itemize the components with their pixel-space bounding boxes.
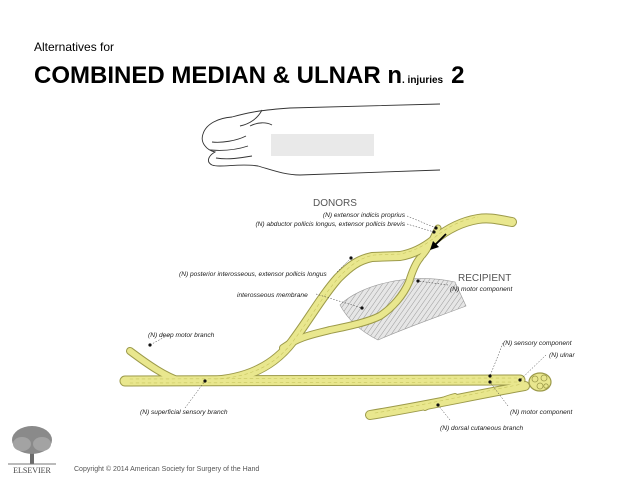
redacted-box — [271, 134, 374, 156]
label-extensor-indicis: (N) extensor indicis proprius — [323, 212, 406, 219]
title-main: COMBINED MEDIAN & ULNAR n — [34, 62, 402, 89]
slide-subtitle: Alternatives for — [34, 40, 115, 54]
label-posterior-interosseous: (N) posterior interosseous, extensor pol… — [179, 271, 327, 278]
label-abductor-pollicis: (N) abductor pollicis longus, extensor p… — [255, 221, 405, 228]
label-motor-component-top: (N) motor component — [450, 286, 513, 293]
recipient-header: RECIPIENT — [458, 273, 511, 284]
label-interosseous-membrane: interosseous membrane — [237, 292, 308, 299]
nerve-paths — [119, 213, 530, 420]
label-dorsal-cutaneous: (N) dorsal cutaneous branch — [440, 425, 524, 432]
elsevier-wordmark: ELSEVIER — [13, 466, 51, 475]
label-deep-motor-branch: (N) deep motor branch — [148, 332, 215, 339]
label-superficial-sensory: (N) superficial sensory branch — [140, 409, 228, 416]
label-ulnar: (N) ulnar — [549, 352, 575, 359]
elsevier-logo: ELSEVIER — [4, 420, 60, 476]
label-motor-component-bottom: (N) motor component — [510, 409, 573, 416]
donors-header: DONORS — [313, 198, 357, 209]
ulnar-cross-section — [528, 372, 552, 392]
forearm-hand-illustration — [201, 103, 441, 176]
title-small: . injuries — [401, 75, 444, 86]
slide-title: COMBINED MEDIAN & ULNAR n. injuries 2 — [34, 62, 464, 90]
leader-lines — [149, 215, 547, 421]
title-number: 2 — [451, 62, 465, 89]
copyright-notice: Copyright © 2014 American Society for Su… — [74, 466, 260, 473]
label-sensory-component: (N) sensory component — [503, 340, 573, 347]
interosseous-membrane — [339, 278, 467, 341]
transfer-arrow — [430, 233, 447, 250]
leader-dots — [148, 226, 522, 407]
